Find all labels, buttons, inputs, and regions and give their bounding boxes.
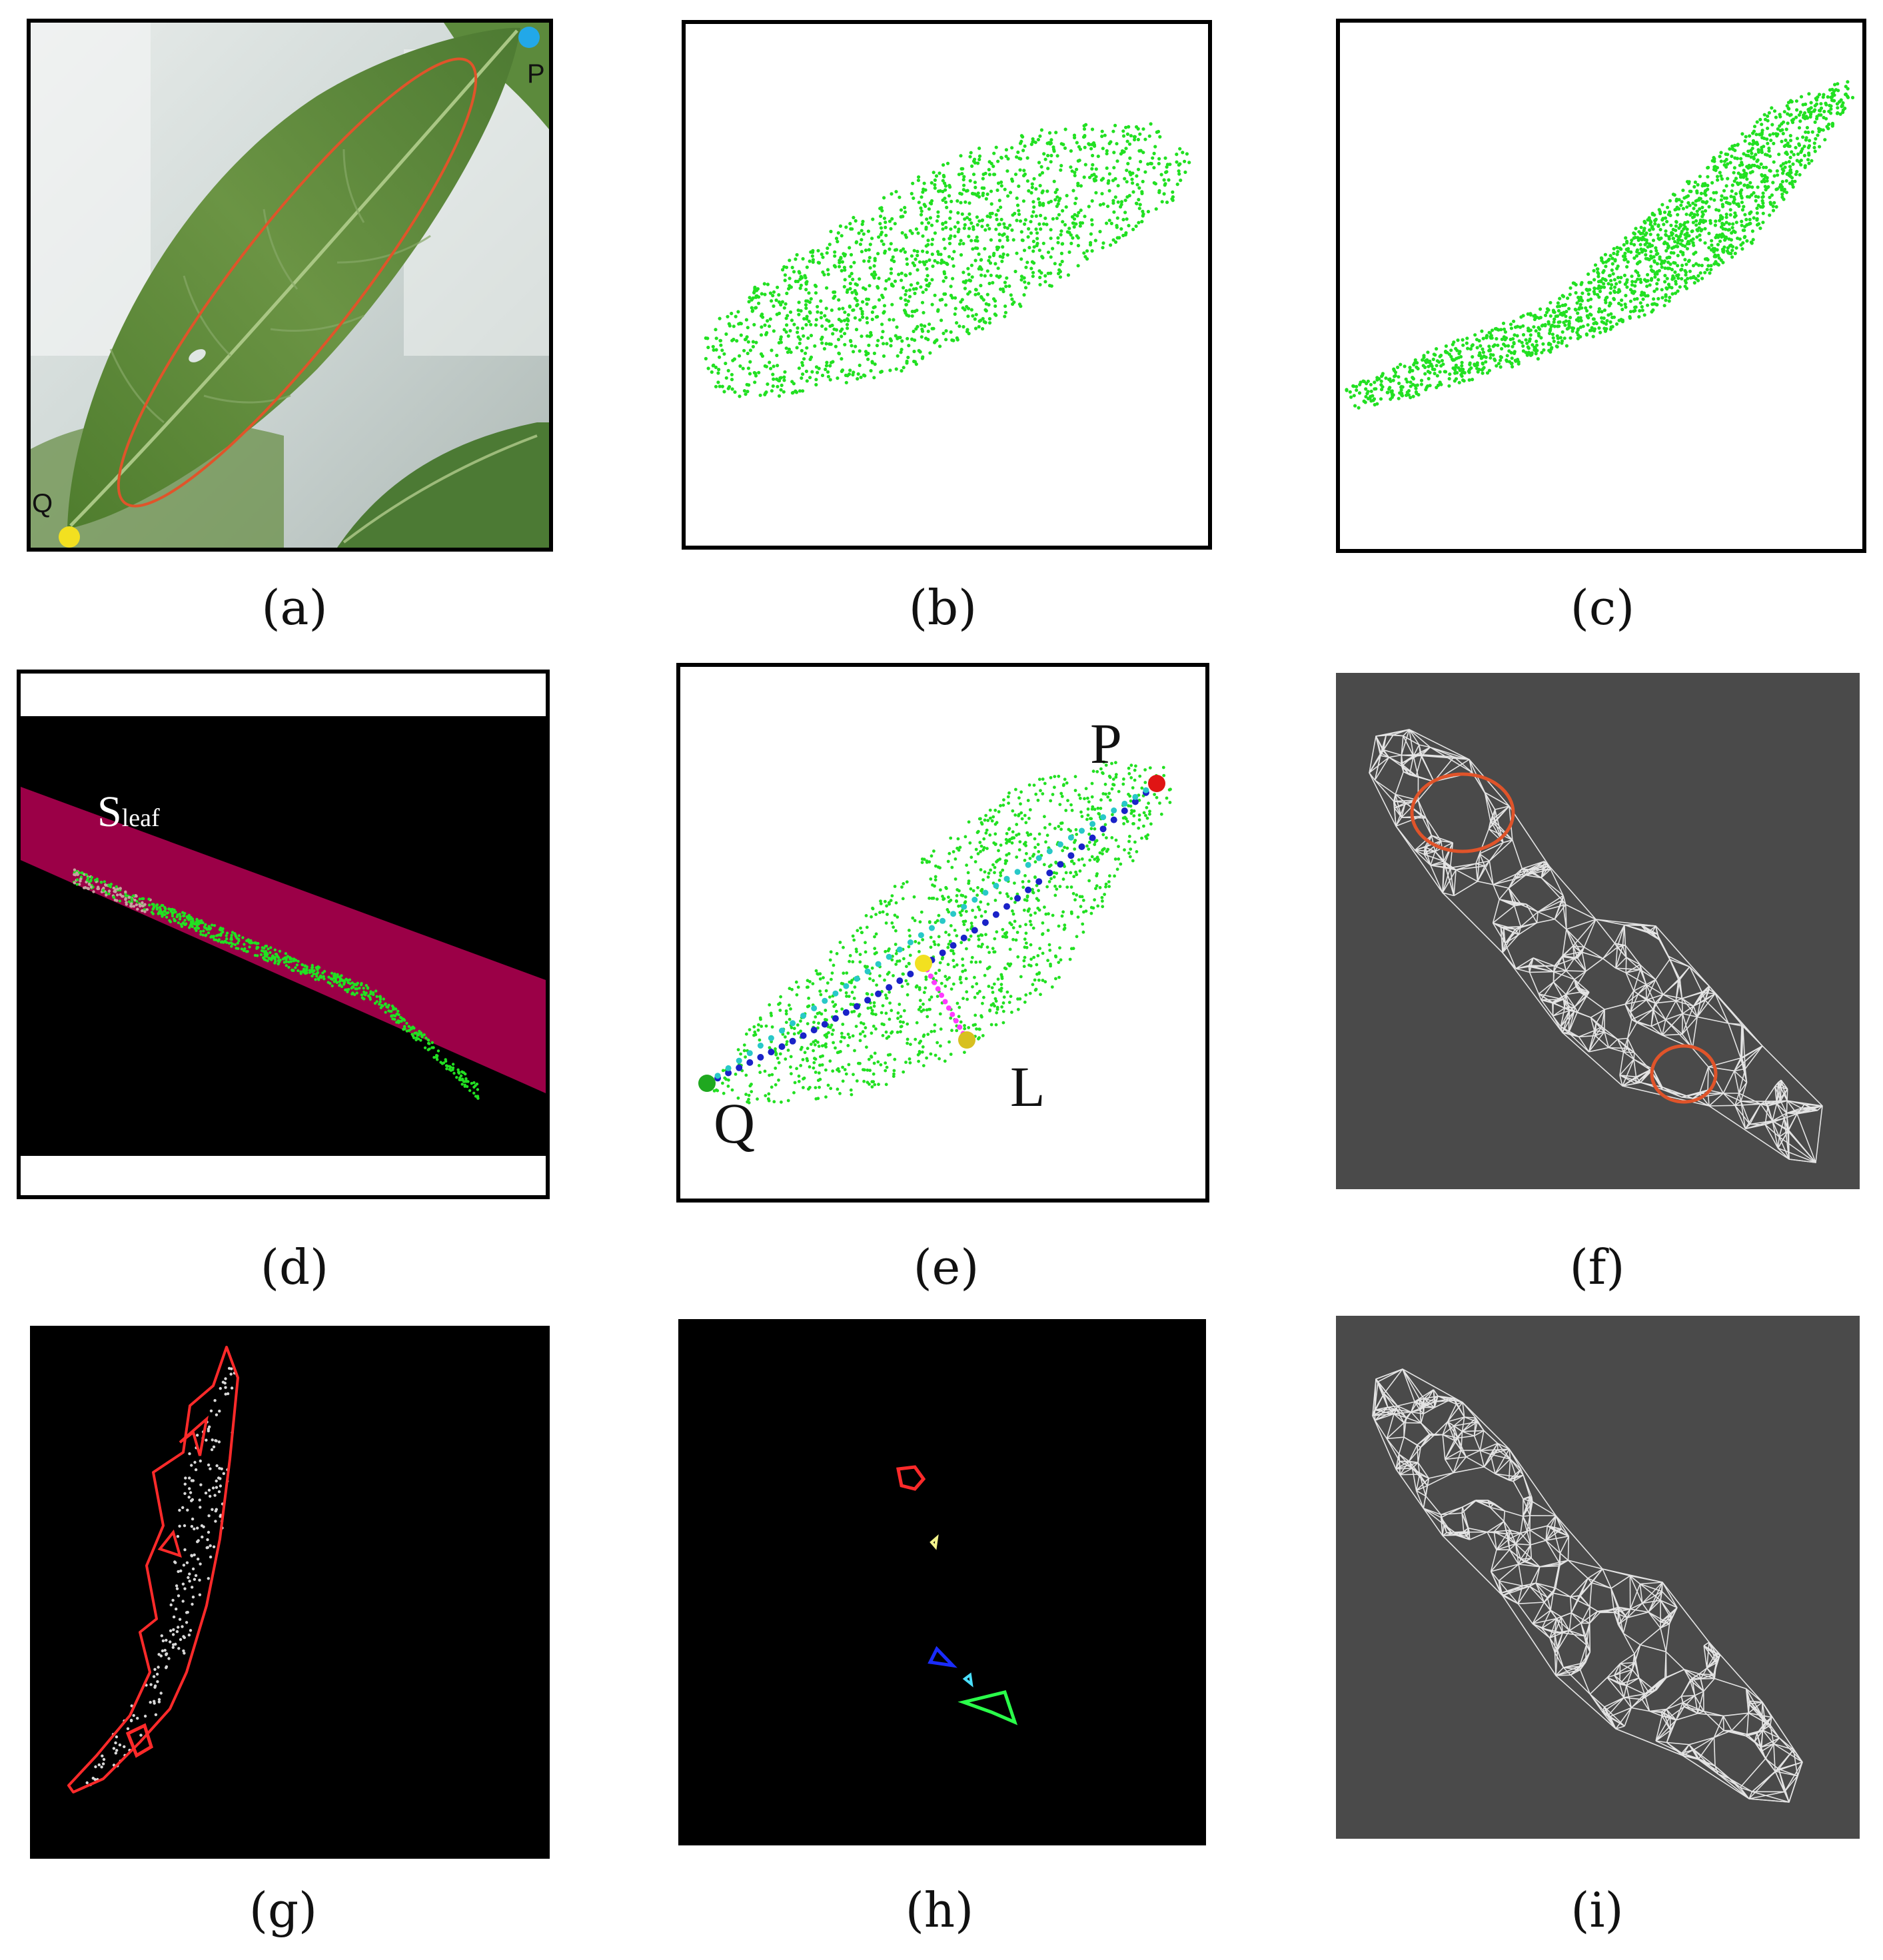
label-p: P <box>1090 712 1122 775</box>
point-p-marker <box>1148 775 1165 792</box>
hole-yellow <box>930 1534 939 1550</box>
plane-view <box>21 716 546 1156</box>
hole-red <box>896 1465 926 1491</box>
leaf-photo-illustration <box>31 23 549 548</box>
point-cloud-b <box>704 122 1191 398</box>
leaf-point-cloud-e <box>712 760 1172 1105</box>
caption-b: (b) <box>908 580 977 636</box>
point-p-marker <box>518 27 540 48</box>
mesh-i <box>1372 1368 1803 1803</box>
caption-e: (e) <box>913 1239 979 1295</box>
holes-h <box>896 1465 1018 1725</box>
point-q-marker <box>59 526 80 548</box>
leaf-point-cloud-side <box>1345 80 1855 410</box>
panel-b-point-cloud <box>682 20 1212 550</box>
panel-c-point-cloud <box>1336 19 1866 553</box>
length-width-view <box>698 760 1172 1105</box>
caption-c: (c) <box>1570 580 1635 636</box>
label-l: L <box>1010 1055 1045 1119</box>
hole-blue <box>928 1646 957 1668</box>
boundary-points <box>85 1366 237 1787</box>
length-path-blue <box>704 780 1160 1087</box>
label-s: S <box>97 787 122 836</box>
label-leaf-subscript: leaf <box>121 804 160 832</box>
label-q: Q <box>32 489 53 518</box>
label-s-leaf: Sleaf <box>97 787 160 837</box>
leaf-hole <box>189 349 206 362</box>
panel-d-fitted-plane: Sleaf <box>17 670 550 1199</box>
caption-i: (i) <box>1570 1882 1624 1938</box>
hole-green <box>957 1690 1018 1725</box>
hole-contour-1 <box>179 1415 209 1456</box>
length-path-cyan <box>704 780 1160 1087</box>
boundary-g <box>67 1346 239 1793</box>
panel-f-mesh-holes <box>1336 673 1860 1189</box>
leaf-point-cloud <box>704 122 1191 398</box>
triangle-mesh <box>1369 729 1823 1163</box>
label-q: Q <box>714 1091 756 1155</box>
label-p: P <box>527 59 545 89</box>
ellipse-highlight <box>117 57 478 508</box>
repaired-triangle-mesh <box>1372 1368 1803 1803</box>
point-q-marker <box>698 1075 716 1092</box>
panel-a-leaf-photo: P Q <box>27 19 553 552</box>
hole-contour-2 <box>157 1529 182 1558</box>
panel-i-repaired-mesh <box>1336 1316 1860 1839</box>
panel-e-length-width: P Q L <box>676 663 1209 1203</box>
hole-contour-3 <box>125 1723 153 1758</box>
width-start-marker <box>915 955 932 972</box>
panel-g-boundary <box>30 1326 550 1859</box>
hole-highlight-2 <box>1650 1044 1718 1104</box>
hole-cyan <box>962 1672 973 1688</box>
panel-h-holes <box>678 1319 1206 1845</box>
hole-highlight-1 <box>1410 772 1515 853</box>
caption-d: (d) <box>260 1239 329 1295</box>
caption-f: (f) <box>1569 1239 1625 1295</box>
caption-h: (h) <box>905 1882 974 1938</box>
outer-boundary <box>67 1346 239 1793</box>
mesh-f <box>1369 729 1823 1163</box>
leaf-plane <box>21 787 546 1093</box>
point-l-marker <box>958 1031 975 1049</box>
point-cloud-c <box>1345 80 1855 410</box>
caption-g: (g) <box>249 1882 318 1938</box>
leaf-midrib <box>69 29 518 527</box>
caption-a: (a) <box>261 580 328 636</box>
projected-points <box>73 868 480 1100</box>
